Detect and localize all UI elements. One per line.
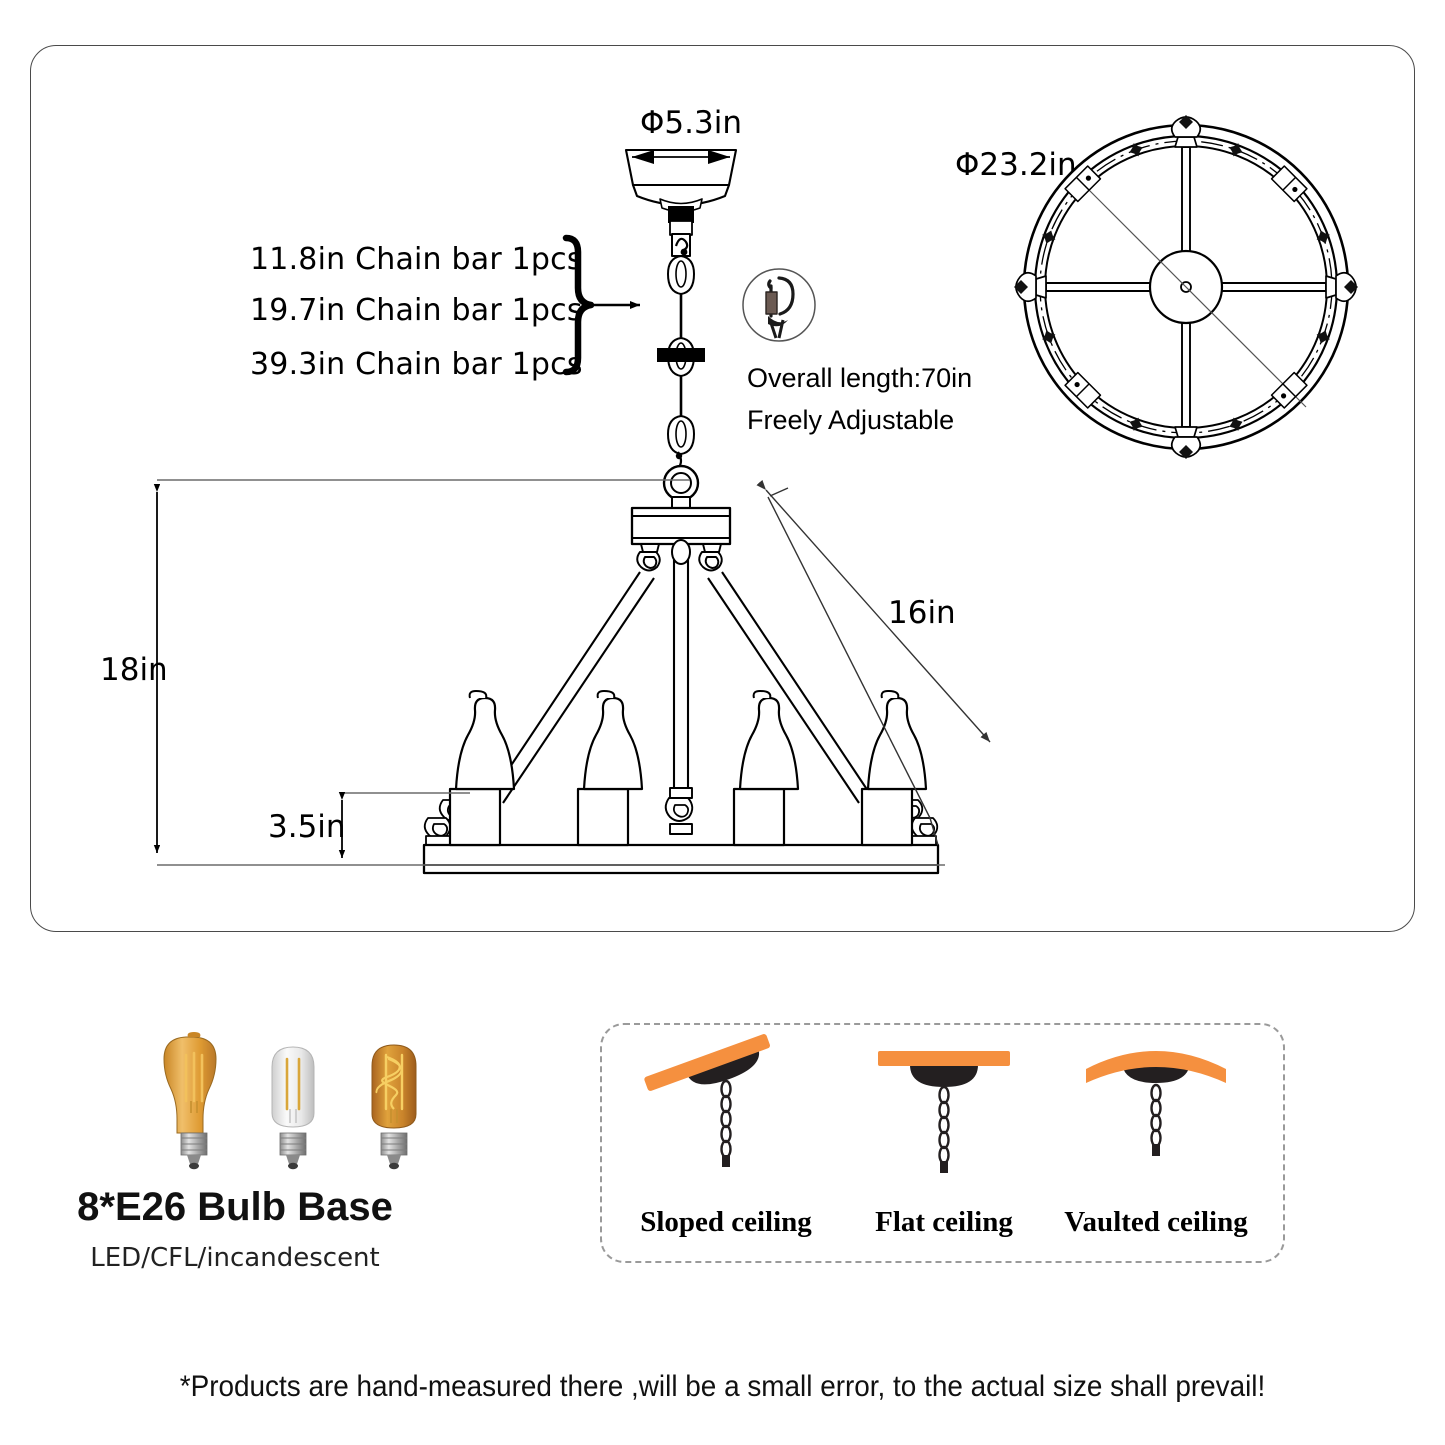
- ceiling-label-vaulted: Vaulted ceiling: [1064, 1206, 1248, 1238]
- bulb-type-gallery: [150, 1025, 480, 1290]
- flat-ceiling-icon: [878, 1051, 1010, 1173]
- chain-bar-item-1: 11.8in Chain bar 1pcs: [250, 242, 583, 277]
- rail-height-dimension-label: 3.5in: [268, 809, 346, 845]
- vaulted-ceiling-icon: [1086, 1051, 1226, 1156]
- main-spec-panel: [30, 45, 1415, 932]
- ceiling-option-vaulted: Vaulted ceiling: [1042, 1025, 1270, 1265]
- height-dimension-label: 18in: [100, 652, 168, 688]
- disclaimer-text: *Products are hand-measured there ,will …: [179, 1370, 1266, 1403]
- overall-length-label: Overall length:70in: [747, 363, 973, 393]
- sloped-ceiling-icon: [644, 1034, 770, 1167]
- ceiling-types-panel: Sloped ceiling Flat ceiling: [600, 1023, 1285, 1263]
- bulb-illustrations: [163, 1032, 417, 1170]
- chain-bar-item-3: 39.3in Chain bar 1pcs: [250, 347, 583, 382]
- bulb-clear-t45: [271, 1046, 315, 1170]
- ceiling-option-sloped: Sloped ceiling: [612, 1025, 840, 1265]
- ceiling-option-flat: Flat ceiling: [830, 1025, 1058, 1265]
- bulb-base-title: 8*E26 Bulb Base: [77, 1185, 393, 1229]
- ceiling-label-sloped: Sloped ceiling: [640, 1206, 812, 1238]
- chain-bar-item-2: 19.7in Chain bar 1pcs: [250, 293, 583, 328]
- arm-length-label: 16in: [888, 595, 956, 631]
- bulb-amber-t45-spiral: [371, 1044, 417, 1170]
- bulb-base-subtitle: LED/CFL/incandescent: [90, 1243, 380, 1273]
- wheel-diameter-label: Φ23.2in: [955, 147, 1077, 183]
- freely-adjustable-label: Freely Adjustable: [747, 405, 955, 435]
- bulb-amber-st64: [163, 1032, 217, 1170]
- ceiling-label-flat: Flat ceiling: [875, 1206, 1013, 1238]
- canopy-diameter-label: Φ5.3in: [640, 105, 742, 141]
